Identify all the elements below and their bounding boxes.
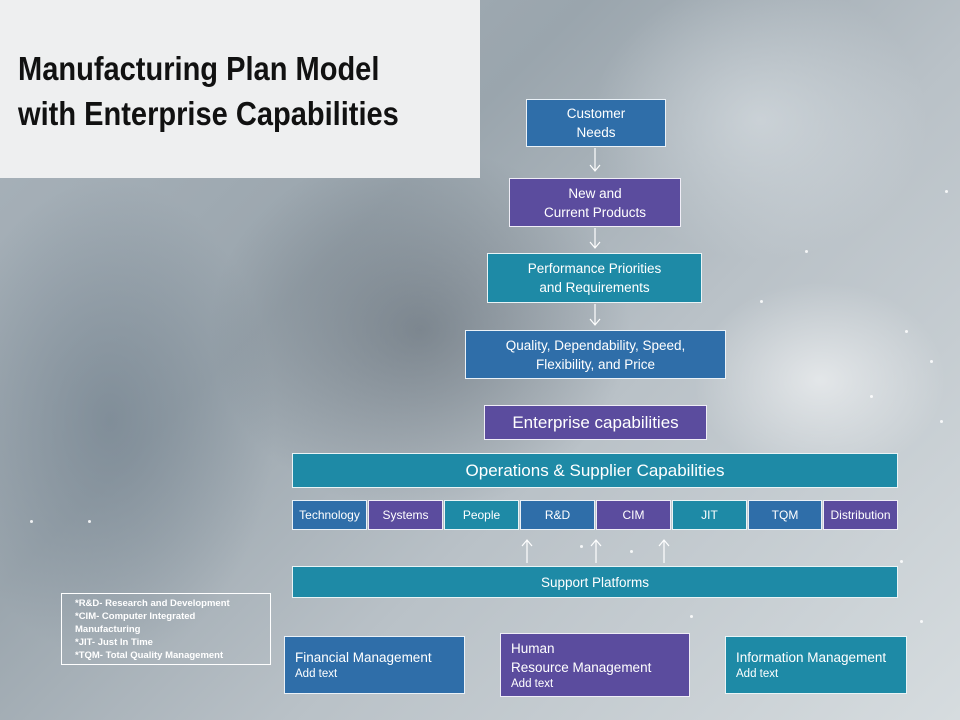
enterprise-capabilities-box: Enterprise capabilities <box>484 405 707 440</box>
cap-distribution: Distribution <box>823 500 898 530</box>
cap-cim-label: CIM <box>622 507 645 522</box>
information-management-text: Add text <box>736 668 779 680</box>
cap-systems: Systems <box>368 500 443 530</box>
hr-title-line-1: Human <box>511 640 555 656</box>
information-management-title: Information Management <box>736 650 887 665</box>
spark <box>900 560 903 563</box>
quality-box: Quality, Dependability, Speed, Flexibili… <box>465 330 726 379</box>
spark <box>760 300 763 303</box>
products-box: New and Current Products <box>509 178 681 227</box>
spark <box>690 615 693 618</box>
spark <box>88 520 91 523</box>
operations-bar: Operations & Supplier Capabilities <box>292 453 898 488</box>
products-line-1: New and <box>568 185 622 201</box>
hr-text: Add text <box>511 677 554 690</box>
title-line-1: Manufacturing Plan Model <box>18 50 380 87</box>
cap-rnd-label: R&D <box>544 507 571 522</box>
title-panel: Manufacturing Plan Model with Enterprise… <box>0 0 480 178</box>
cap-technology: Technology <box>292 500 367 530</box>
spark <box>920 620 923 623</box>
legend-item: *JIT- Just In Time <box>75 637 153 648</box>
abbreviations-legend: *R&D- Research and Development *CIM- Com… <box>61 593 271 665</box>
spark <box>905 330 908 333</box>
operations-title: Operations & Supplier Capabilities <box>465 461 725 480</box>
cap-people-label: People <box>462 507 501 522</box>
quality-line-1: Quality, Dependability, Speed, <box>505 337 686 353</box>
priorities-line-1: Performance Priorities <box>527 261 662 276</box>
information-management-box: Information Management Add text <box>725 636 907 694</box>
spark <box>945 190 948 193</box>
priorities-line-2: and Requirements <box>539 280 650 295</box>
spark <box>930 360 933 363</box>
financial-management-title: Financial Management <box>295 650 432 665</box>
cap-distribution-label: Distribution <box>830 507 891 522</box>
human-resource-management-box: Human Resource Management Add text <box>500 633 690 697</box>
cap-tqm: TQM <box>748 500 822 530</box>
products-line-2: Current Products <box>543 204 647 220</box>
legend-item: Manufacturing <box>75 624 141 635</box>
priorities-box: Performance Priorities and Requirements <box>487 253 702 303</box>
financial-management-box: Financial Management Add text <box>284 636 465 694</box>
page-title: Manufacturing Plan Model with Enterprise… <box>18 46 414 136</box>
customer-needs-box: Customer Needs <box>526 99 666 147</box>
customer-needs-line-2: Needs <box>576 125 616 140</box>
title-line-2: with Enterprise Capabilities <box>18 95 399 132</box>
cap-technology-label: Technology <box>299 507 360 522</box>
spark <box>630 550 633 553</box>
spark <box>30 520 33 523</box>
cap-jit-label: JIT <box>701 507 718 522</box>
spark <box>805 250 808 253</box>
quality-line-2: Flexibility, and Price <box>535 356 656 372</box>
legend-item: *TQM- Total Quality Management <box>75 650 224 661</box>
support-platforms-bar: Support Platforms <box>292 566 898 598</box>
spark <box>940 420 943 423</box>
cap-people: People <box>444 500 519 530</box>
cap-cim: CIM <box>596 500 671 530</box>
cap-systems-label: Systems <box>382 507 429 522</box>
spark <box>870 395 873 398</box>
spark <box>580 545 583 548</box>
cap-jit: JIT <box>672 500 747 530</box>
legend-item: *CIM- Computer Integrated <box>75 611 196 622</box>
hr-title-line-2: Resource Management <box>511 659 652 675</box>
support-platforms-label: Support Platforms <box>540 574 650 590</box>
enterprise-capabilities-label: Enterprise capabilities <box>512 413 679 432</box>
legend-item: *R&D- Research and Development <box>75 598 230 609</box>
financial-management-text: Add text <box>295 668 338 680</box>
cap-rnd: R&D <box>520 500 595 530</box>
cap-tqm-label: TQM <box>771 507 799 522</box>
customer-needs-line-1: Customer <box>566 106 626 121</box>
